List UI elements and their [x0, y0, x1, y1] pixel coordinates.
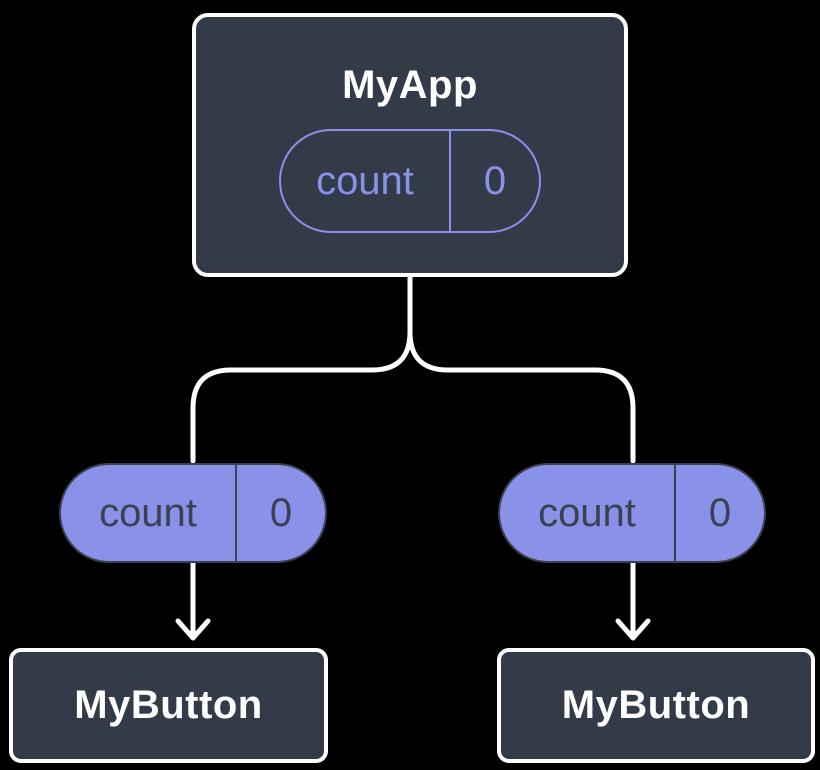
left-mybutton-title: MyButton — [74, 683, 263, 727]
right-mybutton-node: MyButton — [497, 648, 815, 763]
right-mybutton-title: MyButton — [561, 683, 751, 727]
myapp-node: MyApp count 0 — [192, 13, 628, 277]
left-prop-pill: count 0 — [59, 463, 327, 563]
left-prop-name-label: count — [61, 465, 237, 561]
arrow-left-head-icon — [175, 618, 211, 641]
connector-root-to-left-branch — [190, 269, 413, 464]
left-mybutton-node: MyButton — [9, 648, 328, 763]
right-prop-name-label: count — [500, 465, 676, 561]
right-prop-value-label: 0 — [708, 491, 732, 535]
connector-root-to-right-branch — [407, 269, 636, 464]
left-prop-value-label: 0 — [269, 491, 293, 535]
root-state-name-label: count — [281, 131, 451, 231]
root-state-value-label: 0 — [483, 159, 507, 203]
right-prop-pill: count 0 — [498, 463, 766, 563]
myapp-title: MyApp — [342, 63, 478, 107]
arrow-right-head-icon — [615, 618, 651, 641]
root-state-pill: count 0 — [279, 129, 541, 233]
